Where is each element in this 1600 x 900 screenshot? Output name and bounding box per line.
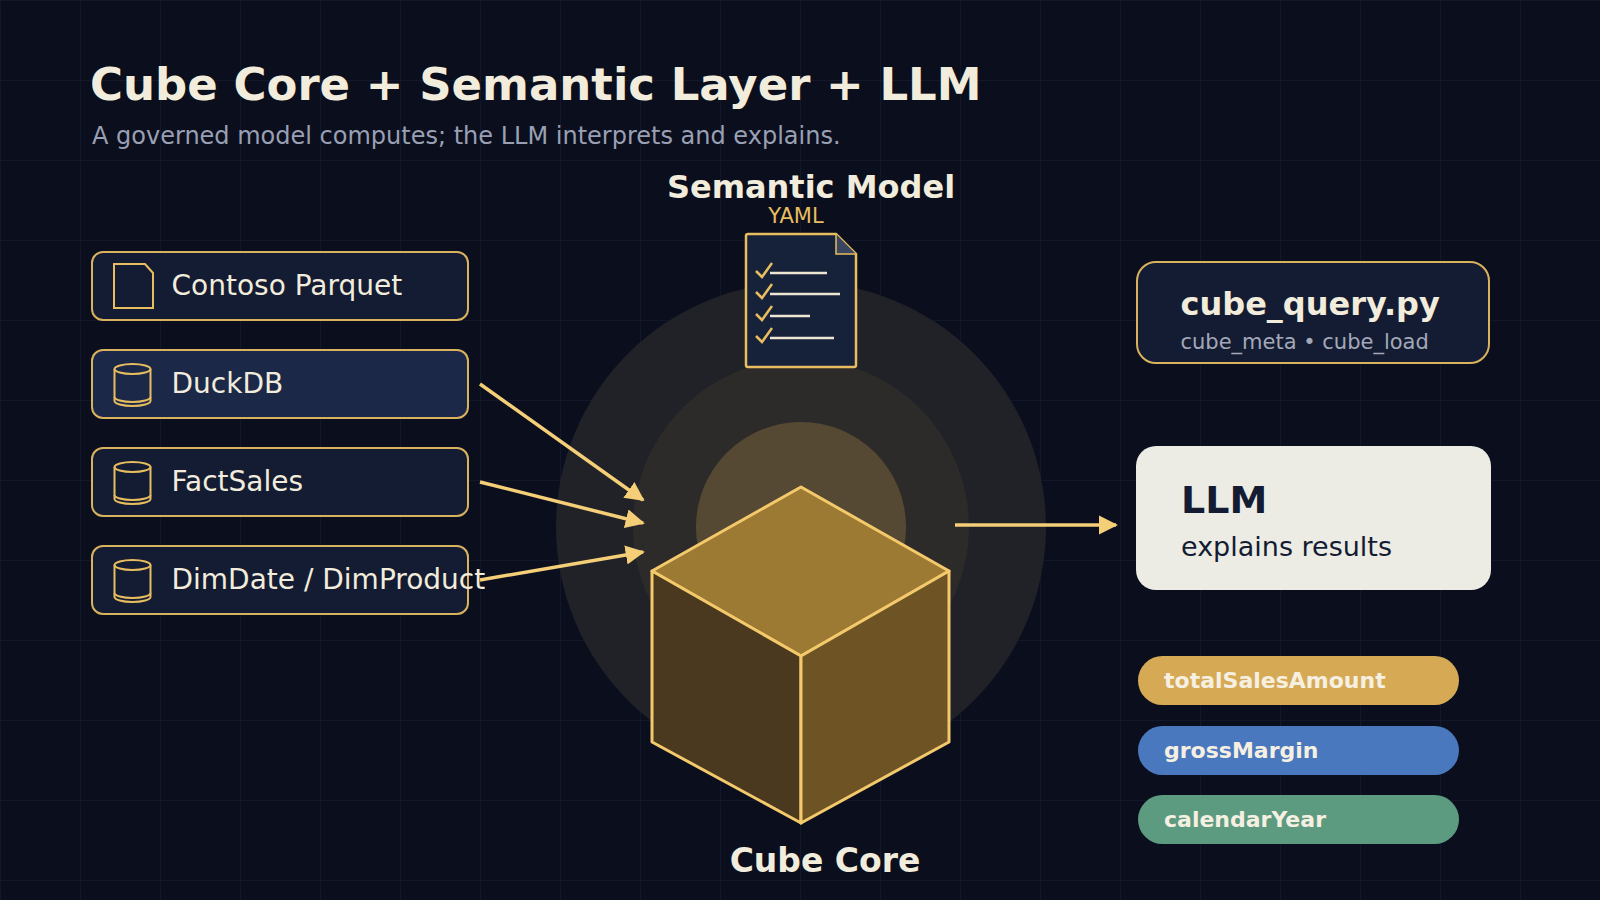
glow-ring (556, 282, 1046, 772)
source-box: DimDate / DimProduct (91, 545, 469, 615)
glow-ring (696, 422, 906, 632)
database-icon (115, 560, 151, 602)
measure-pill: grossMargin (1138, 726, 1459, 775)
flow-arrow (480, 552, 643, 580)
source-label: FactSales (172, 468, 304, 496)
document-outline (746, 234, 856, 367)
file-icon (114, 264, 153, 308)
format-label: YAML (696, 206, 896, 227)
cube-face (652, 571, 801, 823)
script-box: cube_query.py cube_meta • cube_load (1136, 261, 1490, 364)
cube-core: Cube Core (650, 485, 951, 825)
source-label: Contoso Parquet (172, 272, 403, 300)
measure-pill: totalSalesAmount (1138, 656, 1459, 705)
flow-arrow (480, 384, 643, 500)
node-description: explains results (1181, 533, 1392, 560)
checklist-row (756, 284, 840, 298)
node-heading: Semantic Model (611, 171, 1011, 203)
semantic-model-doc: Semantic ModelYAML (743, 232, 858, 369)
database-icon (115, 462, 151, 504)
flow-arrow (480, 482, 643, 523)
cube-face (652, 487, 949, 656)
source-box: FactSales (91, 447, 469, 517)
cube-face (801, 571, 949, 823)
checklist-row (756, 328, 834, 342)
diagram-title: Cube Core + Semantic Layer + LLM (90, 62, 982, 107)
node-heading: Cube Core (625, 844, 1025, 877)
source-box: Contoso Parquet (91, 251, 469, 321)
source-label: DuckDB (172, 370, 284, 398)
dimension-pill: calendarYear (1138, 795, 1459, 844)
glow-ring (633, 359, 969, 695)
measure-label: calendarYear (1164, 809, 1326, 831)
cube-shape (650, 485, 951, 825)
llm-box: LLM explains results (1136, 446, 1491, 590)
node-heading: LLM (1181, 481, 1267, 519)
database-icon (115, 364, 151, 406)
flow-arrow (955, 523, 1116, 527)
checklist-row (756, 263, 827, 277)
source-label: DimDate / DimProduct (172, 566, 486, 594)
measure-label: totalSalesAmount (1164, 670, 1386, 692)
measure-label: grossMargin (1164, 740, 1318, 762)
source-box: DuckDB (91, 349, 469, 419)
function-list: cube_meta • cube_load (1181, 332, 1429, 353)
checklist-row (756, 306, 810, 320)
document-fold (836, 234, 856, 254)
script-name: cube_query.py (1181, 288, 1440, 320)
diagram-caption: A governed model computes; the LLM inter… (92, 124, 841, 148)
document-shape (743, 232, 858, 369)
